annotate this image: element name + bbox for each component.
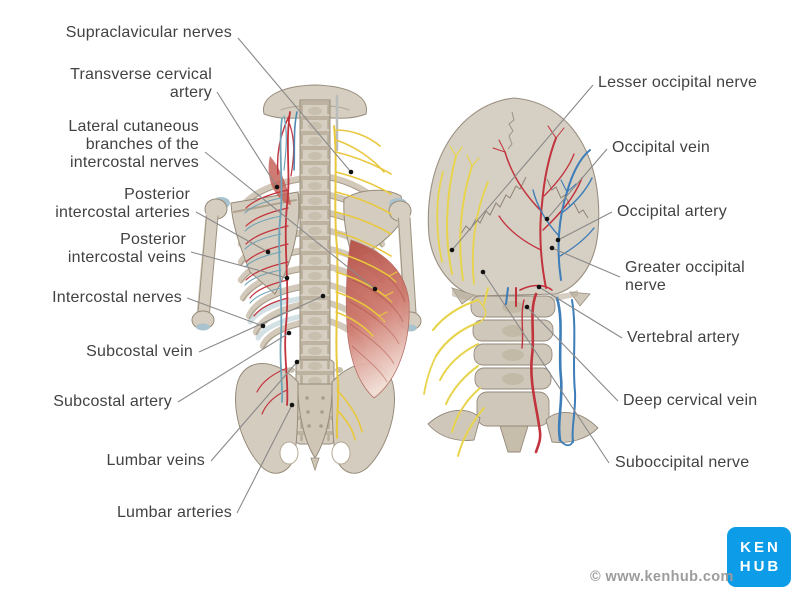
kenhub-logo: KEN HUB — [727, 527, 791, 587]
label-subcostal-artery: Subcostal artery — [53, 393, 172, 410]
anchor-dot — [284, 275, 290, 281]
anchor-dot — [449, 247, 455, 253]
label-subcostal-vein: Subcostal vein — [86, 343, 193, 360]
skull-nerves — [423, 145, 489, 457]
label-deep-cervical-vein: Deep cervical vein — [623, 392, 758, 409]
leader-line — [451, 84, 594, 251]
label-supraclavicular-nerves: Supraclavicular nerves — [65, 24, 232, 41]
leader-line — [177, 332, 290, 403]
leader-line — [551, 247, 621, 278]
anchor-dot — [372, 286, 378, 292]
kenhub-logo-text-top: KEN — [740, 539, 781, 556]
leader-line — [546, 148, 608, 220]
anchor-dot — [260, 323, 266, 329]
anchor-dot — [294, 359, 300, 365]
anchor-dots — [260, 169, 561, 408]
anchor-dot — [289, 402, 295, 408]
leader-line — [216, 91, 278, 188]
leader-line — [186, 297, 264, 327]
skull-figure — [423, 97, 600, 457]
copyright-text: © www.kenhub.com — [590, 569, 734, 585]
label-suboccipital-nerve: Suboccipital nerve — [615, 454, 750, 471]
label-vertebral-artery: Vertebral artery — [627, 329, 740, 346]
anchor-dot — [348, 169, 354, 175]
label-lumbar-arteries: Lumbar arteries — [116, 504, 232, 521]
anchor-dot — [555, 237, 561, 243]
leader-line — [198, 295, 324, 353]
label-occipital-artery: Occipital artery — [617, 203, 727, 220]
anchor-dot — [480, 269, 486, 275]
anchor-dot — [265, 249, 271, 255]
anchor-dot — [544, 216, 550, 222]
leader-lines — [177, 37, 623, 514]
leader-line — [237, 37, 352, 173]
label-greater-occipital-nerve: Greater occipital nerve — [625, 259, 745, 294]
torso-veins — [244, 111, 298, 403]
label-posterior-intercostal-arteries: Posterior intercostal arteries — [55, 186, 190, 221]
kenhub-logo-text-bottom: HUB — [739, 558, 782, 575]
leader-line — [482, 271, 610, 464]
skull-arteries — [492, 125, 583, 454]
leader-line — [204, 151, 376, 290]
label-transverse-cervical-artery: Transverse cervical artery — [70, 66, 212, 101]
anchor-dot — [549, 245, 555, 251]
anchor-dot — [536, 284, 542, 290]
label-occipital-vein: Occipital vein — [612, 139, 710, 156]
anchor-dot — [320, 293, 326, 299]
leader-line — [195, 211, 269, 253]
label-lateral-cutaneous-branches: Lateral cutaneous branches of the interc… — [68, 118, 199, 171]
label-lesser-occipital-nerve: Lesser occipital nerve — [598, 74, 758, 91]
torso-figure — [191, 84, 422, 474]
anchor-dot — [524, 304, 530, 310]
leader-line — [236, 404, 293, 514]
skull-veins — [505, 149, 595, 447]
leader-line — [190, 251, 288, 279]
anchor-dot — [286, 330, 292, 336]
label-intercostal-nerves: Intercostal nerves — [52, 289, 182, 306]
anchor-dot — [274, 184, 280, 190]
label-posterior-intercostal-veins: Posterior intercostal veins — [67, 231, 186, 266]
torso-nerves — [333, 125, 398, 441]
label-lumbar-veins: Lumbar veins — [106, 452, 205, 469]
torso-arteries — [245, 111, 295, 415]
leader-line — [557, 211, 613, 241]
leader-line — [210, 361, 298, 462]
leader-line — [526, 306, 619, 402]
leader-line — [538, 286, 623, 339]
